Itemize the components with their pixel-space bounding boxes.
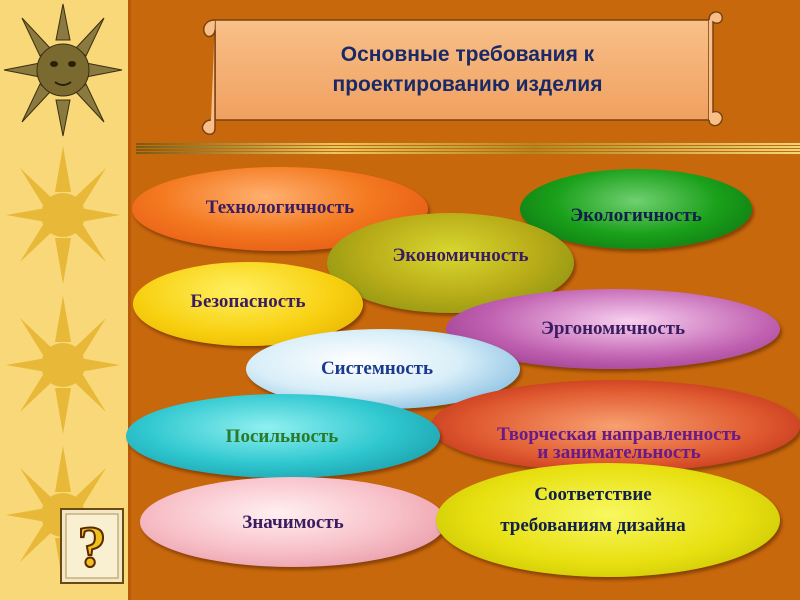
sun-icon <box>6 296 120 434</box>
label-sootvetstvie-1: Соответствие <box>534 484 652 505</box>
label-sootvetstvie-2: требованиям дизайна <box>500 515 686 536</box>
label-tvorcheskaya-2: и занимательность <box>537 442 701 463</box>
label-economichnost: Экономичность <box>392 245 529 266</box>
label-technologichnost: Технологичность <box>205 197 355 218</box>
strip-edge <box>128 0 131 600</box>
page-title: Основные требования к проектированию изд… <box>332 43 603 96</box>
label-bezopasnost: Безопасность <box>190 291 306 312</box>
label-ecologichnost: Экологичность <box>570 205 702 226</box>
sun-icon <box>6 146 120 284</box>
oval-sootvetstvie <box>436 463 780 577</box>
label-posilnost: Посильность <box>225 426 339 447</box>
oval-ecologichnost <box>520 169 752 249</box>
label-znachimost: Значимость <box>242 512 344 533</box>
oval-posilnost <box>126 394 440 478</box>
label-sistemnost: Системность <box>320 358 434 379</box>
question-mark-icon: ? <box>78 514 107 579</box>
sun-face-icon <box>3 3 123 137</box>
label-ergonomichnost: Эргономичность <box>540 318 686 339</box>
oval-znachimost <box>140 477 446 567</box>
oval-tvorcheskaya <box>431 380 800 472</box>
decor-stripes <box>136 143 800 157</box>
help-button[interactable]: ? <box>60 508 124 584</box>
label-tvorcheskaya-1: Творческая направленность <box>497 424 741 445</box>
title-scroll-banner <box>201 11 724 135</box>
